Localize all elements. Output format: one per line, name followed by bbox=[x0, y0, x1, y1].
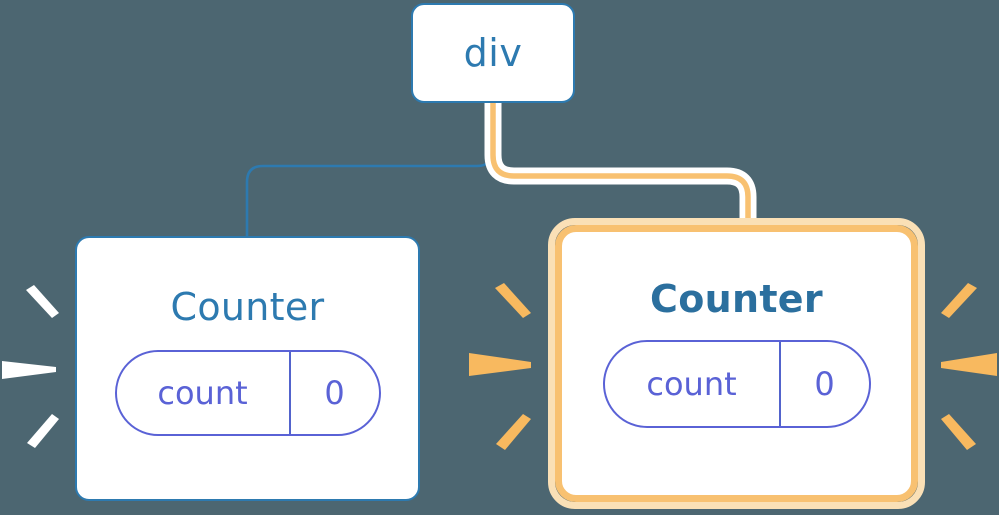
state-value-left: 0 bbox=[324, 374, 345, 412]
ray-orange-left-lower bbox=[496, 414, 531, 450]
ray-white-upper bbox=[26, 285, 59, 318]
ray-orange-right-middle bbox=[941, 353, 997, 376]
node-div[interactable]: div bbox=[411, 3, 575, 103]
ray-orange-left-upper bbox=[495, 283, 531, 318]
rays-right-orange-left-side bbox=[469, 283, 531, 450]
state-key-left: count bbox=[117, 352, 291, 434]
node-counter-right[interactable]: Counter count 0 bbox=[555, 225, 918, 502]
state-key-right: count bbox=[605, 342, 781, 426]
node-counter-right-title: Counter bbox=[650, 277, 823, 321]
ray-white-lower bbox=[27, 414, 59, 448]
node-counter-right-halo bbox=[548, 218, 925, 509]
state-pill-right: count 0 bbox=[602, 340, 871, 428]
rays-right-orange-right-side bbox=[941, 283, 997, 450]
state-pill-left: count 0 bbox=[114, 350, 381, 436]
ray-white-middle bbox=[2, 361, 56, 379]
node-counter-left-title: Counter bbox=[170, 285, 325, 329]
state-value-right: 0 bbox=[814, 365, 835, 403]
ray-orange-left-middle bbox=[469, 353, 531, 376]
ray-orange-right-upper bbox=[941, 283, 977, 318]
rays-left-white bbox=[2, 285, 59, 448]
ray-orange-right-lower bbox=[941, 414, 976, 450]
node-counter-left[interactable]: Counter count 0 bbox=[75, 236, 420, 501]
edge-div-to-right-counter bbox=[490, 100, 751, 235]
node-div-label: div bbox=[463, 31, 523, 75]
